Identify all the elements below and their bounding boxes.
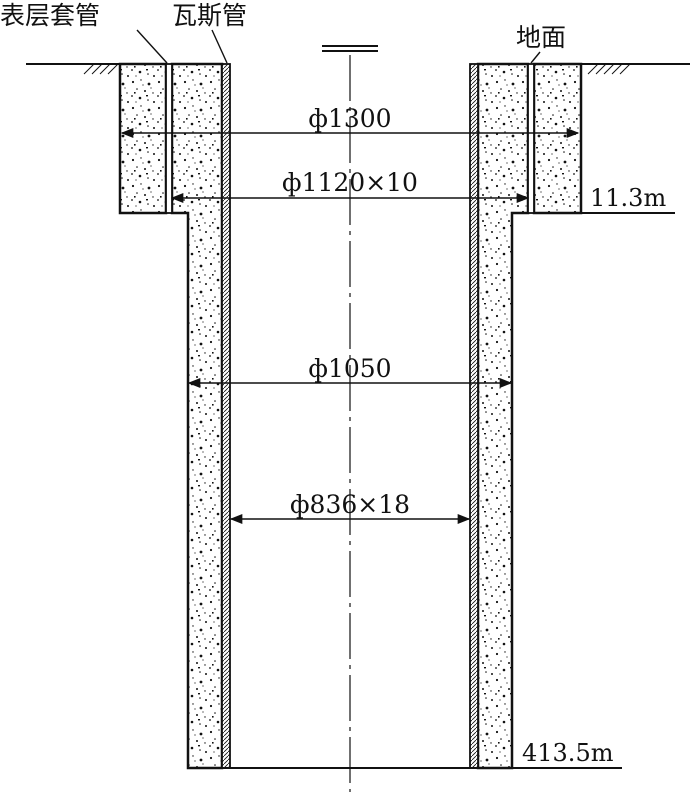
center-line — [322, 45, 378, 792]
ground-label: 地面 — [516, 23, 566, 52]
bottom-line — [188, 212, 675, 769]
label-leaders — [136, 29, 541, 64]
ground-hatching — [83, 63, 631, 75]
depth-label-top: 11.3m — [590, 184, 666, 212]
dim-label-836: ф836×18 — [290, 490, 410, 519]
dim-label-1300: ф1300 — [308, 104, 391, 133]
surface-casing-label: 表层套管 — [0, 1, 100, 30]
surface-casing — [165, 63, 535, 214]
gas-pipe-label: 瓦斯管 — [172, 1, 247, 30]
depth-label-bottom: 413.5m — [522, 739, 614, 767]
dim-label-1120: ф1120×10 — [282, 168, 418, 197]
dimension-lines — [120, 127, 580, 525]
dim-label-1050: ф1050 — [308, 354, 391, 383]
